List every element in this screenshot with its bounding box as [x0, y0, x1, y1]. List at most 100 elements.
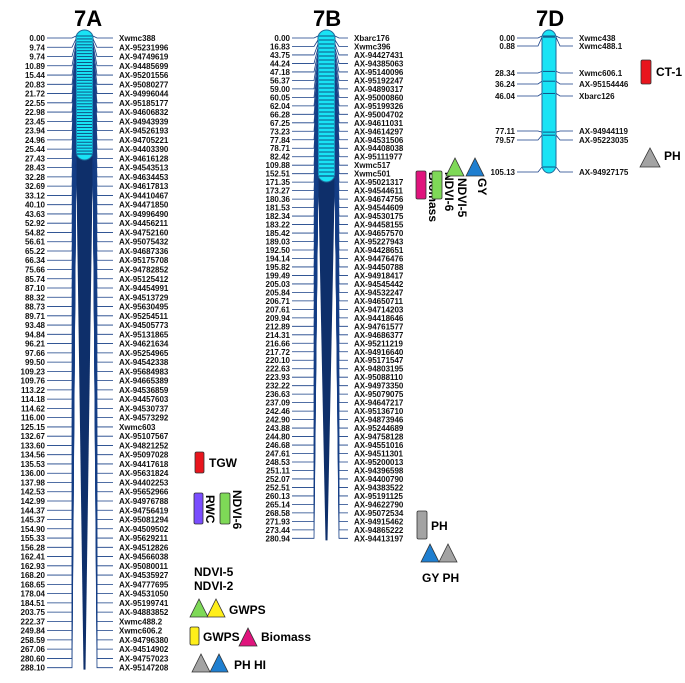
position-label: 205.84: [266, 288, 291, 297]
trait-rwc-ndvi6-7a: RWC NDVI-6: [193, 490, 244, 530]
trait-ph-hi-7a: PH HI: [191, 653, 266, 673]
position-label: 56.37: [270, 76, 291, 85]
position-connector: [47, 118, 77, 298]
position-connector: [292, 75, 319, 124]
marker-label: AX-94622790: [354, 500, 404, 509]
position-label: 144.37: [21, 506, 46, 515]
marker-label: AX-95231996: [119, 43, 169, 52]
position-label: 258.59: [21, 636, 46, 645]
position-label: 267.06: [21, 645, 46, 654]
position-label: 20.83: [25, 80, 46, 89]
marker-label: AX-94865222: [354, 526, 404, 535]
position-label: 152.51: [266, 170, 291, 179]
marker-label: AX-95131865: [119, 330, 169, 339]
ndvi5-7b-label: NDVI-5: [455, 178, 469, 218]
position-label: 22.55: [25, 99, 46, 108]
position-label: 87.10: [25, 284, 46, 293]
position-connector: [47, 50, 77, 85]
position-label: 9.74: [29, 53, 45, 62]
position-connector: [47, 74, 77, 159]
position-label: 132.67: [21, 432, 46, 441]
marker-label: Xwmc488.2: [119, 617, 163, 626]
position-label: 54.82: [25, 228, 46, 237]
position-connector: [47, 153, 77, 632]
position-connector: [517, 35, 543, 39]
marker-label: AX-95631824: [119, 469, 169, 478]
position-label: 24.96: [25, 136, 46, 145]
marker-connector: [334, 59, 348, 90]
position-label: 99.50: [25, 358, 46, 367]
position-label: 113.22: [21, 386, 46, 395]
position-connector: [517, 36, 543, 47]
marker-label: Xwmc606.1: [579, 69, 623, 78]
position-label: 206.71: [266, 297, 291, 306]
position-label: 260.13: [266, 492, 291, 501]
position-label: 134.56: [21, 451, 46, 460]
position-label: 28.43: [25, 164, 46, 173]
position-label: 133.60: [21, 441, 46, 450]
position-connector: [47, 145, 77, 382]
marker-label: AX-94543513: [119, 164, 169, 173]
marker-label: AX-94674756: [354, 195, 404, 204]
marker-connector: [334, 39, 348, 47]
marker-label: AX-95254511: [119, 312, 168, 321]
marker-label: AX-94634453: [119, 173, 169, 182]
position-connector: [47, 80, 77, 178]
position-connector: [292, 43, 319, 56]
chromosome-title-7b: 7B: [313, 6, 341, 31]
marker-connector: [334, 43, 348, 56]
position-label: 249.84: [21, 627, 46, 636]
marker-connector: [555, 36, 573, 47]
marker-label: AX-95140096: [354, 68, 404, 77]
position-label: 109.88: [266, 161, 291, 170]
position-label: 248.53: [266, 458, 291, 467]
position-label: 216.66: [266, 339, 291, 348]
position-label: 105.13: [491, 168, 516, 177]
position-connector: [47, 35, 77, 39]
position-label: 23.45: [25, 117, 46, 126]
marker-label: AX-94873946: [354, 416, 404, 425]
tgw-label: TGW: [209, 456, 238, 470]
ph-7b-label: PH: [431, 519, 448, 533]
position-connector: [292, 55, 319, 81]
position-label: 155.33: [21, 534, 46, 543]
marker-label: AX-94531506: [354, 136, 404, 145]
position-label: 109.76: [21, 377, 46, 386]
position-connector: [47, 44, 77, 67]
position-label: 79.57: [495, 136, 516, 145]
position-label: 236.63: [266, 390, 291, 399]
position-label: 114.62: [21, 404, 46, 413]
position-label: 114.18: [21, 395, 46, 404]
marker-label: Xbarc176: [354, 34, 390, 43]
position-label: 0.00: [274, 34, 290, 43]
position-label: 246.68: [266, 441, 291, 450]
position-label: 77.11: [495, 127, 515, 136]
marker-label: AX-94883852: [119, 608, 169, 617]
marker-label: AX-94536859: [119, 386, 169, 395]
position-label: 205.03: [266, 280, 291, 289]
hi-blue-triangle: [209, 653, 229, 673]
position-label: 40.10: [25, 201, 46, 210]
trait-ndvi-7a: NDVI-5 NDVI-2: [194, 565, 234, 593]
marker-label: AX-94890317: [354, 85, 404, 94]
position-connector: [517, 130, 543, 133]
marker-label: AX-94551016: [354, 441, 404, 450]
marker-connector: [555, 35, 573, 39]
position-label: 207.61: [266, 305, 291, 314]
position-connector: [47, 62, 77, 122]
position-connector: [292, 63, 319, 98]
ndvi2-7a-label: NDVI-2: [194, 579, 234, 593]
position-label: 67.25: [270, 119, 291, 128]
position-connector: [47, 38, 77, 48]
ndvi6-7b-qtl-bar: [431, 170, 443, 200]
position-label: 178.04: [21, 590, 46, 599]
position-label: 242.46: [266, 407, 291, 416]
position-label: 271.93: [266, 517, 291, 526]
position-connector: [47, 77, 77, 169]
position-connector: [517, 80, 543, 85]
marker-label: AX-94782852: [119, 266, 169, 275]
marker-label: AX-94687336: [119, 247, 169, 256]
marker-label: AX-94450788: [354, 263, 404, 272]
marker-label: AX-95075432: [119, 238, 169, 247]
marker-label: AX-95080011: [119, 562, 168, 571]
